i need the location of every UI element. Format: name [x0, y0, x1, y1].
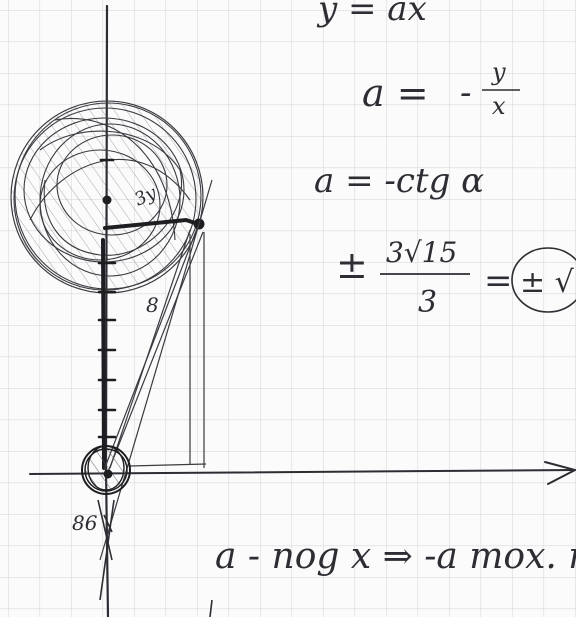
tangent-lines	[99, 179, 213, 561]
eq1-lhs: a =	[362, 71, 429, 115]
eq3-circle-mark	[511, 247, 576, 313]
equation-a-fraction: a = - y x	[362, 58, 520, 120]
note-line-bottom: a - nog x ⇒ -a тох. по	[215, 536, 576, 577]
equation-ctg: a = -ctg α	[314, 161, 484, 201]
axis-ticks	[97, 158, 117, 470]
eq1-sign: -	[460, 73, 472, 113]
eq3-numerator: 3√15	[386, 236, 457, 269]
note-line-top: y = ax	[316, 0, 427, 29]
eq3-equals: =	[484, 261, 513, 301]
eq1-denominator: x	[492, 92, 506, 120]
eq3-circled-value: ± √1	[520, 265, 576, 300]
eq3-plus-minus: ±	[336, 243, 368, 287]
equation-root: ± 3√15 3 = ± √1	[336, 236, 576, 320]
eq1-numerator: y	[491, 58, 506, 86]
point-label: 86	[72, 511, 98, 535]
slant-label: 8	[146, 293, 159, 317]
eq3-denominator: 3	[418, 285, 437, 320]
small-circle	[81, 445, 131, 495]
lower-strokes	[97, 499, 213, 617]
radius-segment	[102, 195, 205, 230]
